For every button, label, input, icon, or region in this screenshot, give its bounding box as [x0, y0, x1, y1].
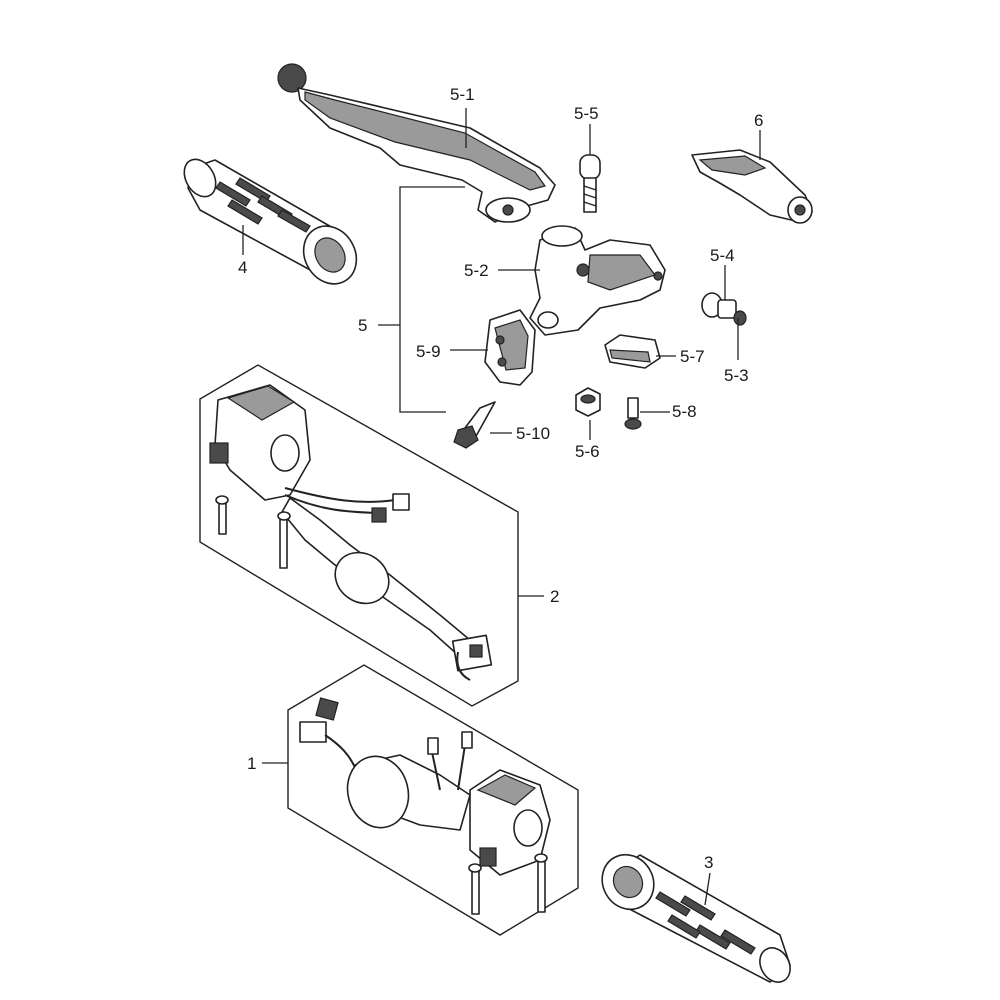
callout-5-10: 5-10 [516, 424, 550, 443]
callout-2: 2 [550, 587, 559, 606]
callout-5-2: 5-2 [464, 261, 489, 280]
callout-4: 4 [238, 258, 247, 277]
pivot-bolt-part [579, 154, 601, 213]
callout-5-5: 5-5 [574, 104, 599, 123]
small-screw-part [624, 397, 642, 430]
leader-lines [242, 108, 761, 906]
holder-clamp-part [484, 309, 536, 386]
brake-switch-part [604, 334, 661, 369]
callout-5-6: 5-6 [575, 442, 600, 461]
brake-lever-part [277, 63, 556, 223]
choke-lever-part [691, 149, 813, 224]
lever-holder-part [529, 225, 666, 336]
right-switch-assembly-part [287, 664, 579, 936]
callout-5-3: 5-3 [724, 366, 749, 385]
callout-1: 1 [247, 754, 256, 773]
callout-6: 6 [754, 111, 763, 130]
callout-5-1: 5-1 [450, 85, 475, 104]
left-switch-assembly-part [199, 364, 519, 707]
callout-5-8: 5-8 [672, 402, 697, 421]
left-grip-part [183, 158, 358, 285]
callout-3: 3 [704, 853, 713, 872]
callout-5-7: 5-7 [680, 347, 705, 366]
callout-5-4: 5-4 [710, 246, 735, 265]
callout-5-9: 5-9 [416, 342, 441, 361]
adjuster-screw-part [701, 292, 747, 326]
callout-5: 5 [358, 316, 367, 335]
callout-labels: 5-1 5-5 6 4 5-2 5-4 5 5-9 5-7 5-3 5-8 5-… [238, 85, 763, 872]
holder-bolt-part [453, 401, 496, 449]
right-grip-part [601, 853, 791, 983]
nut-part [575, 387, 601, 417]
